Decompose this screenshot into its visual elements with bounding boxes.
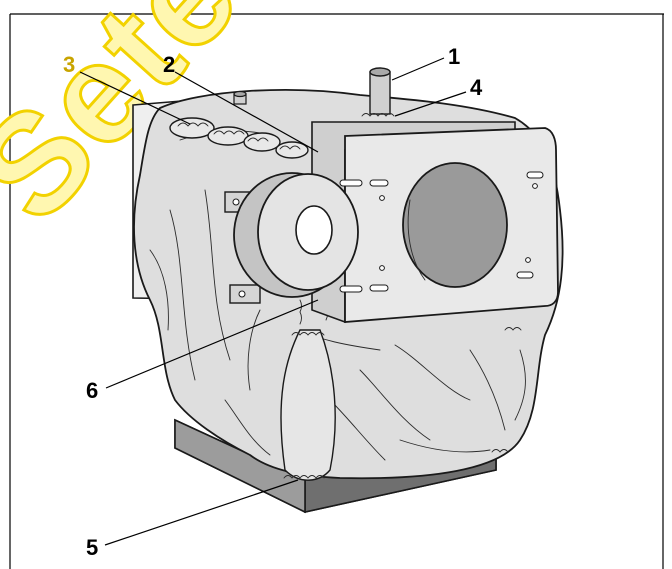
front-plate [311,121,559,324]
small-stub [233,90,247,105]
leader-lines [79,57,467,546]
callout-1: 1 [448,44,460,69]
callout-4: 4 [470,75,483,100]
top-lacing [169,117,309,159]
burner-flange [224,172,363,304]
figure-frame [9,13,664,569]
callout-3: 3 [63,52,75,77]
flue-pipe [361,67,395,117]
front-seam-lacing [280,295,522,481]
callout-6: 6 [86,378,98,403]
callout-2: 2 [163,52,175,77]
callout-5: 5 [86,535,98,560]
